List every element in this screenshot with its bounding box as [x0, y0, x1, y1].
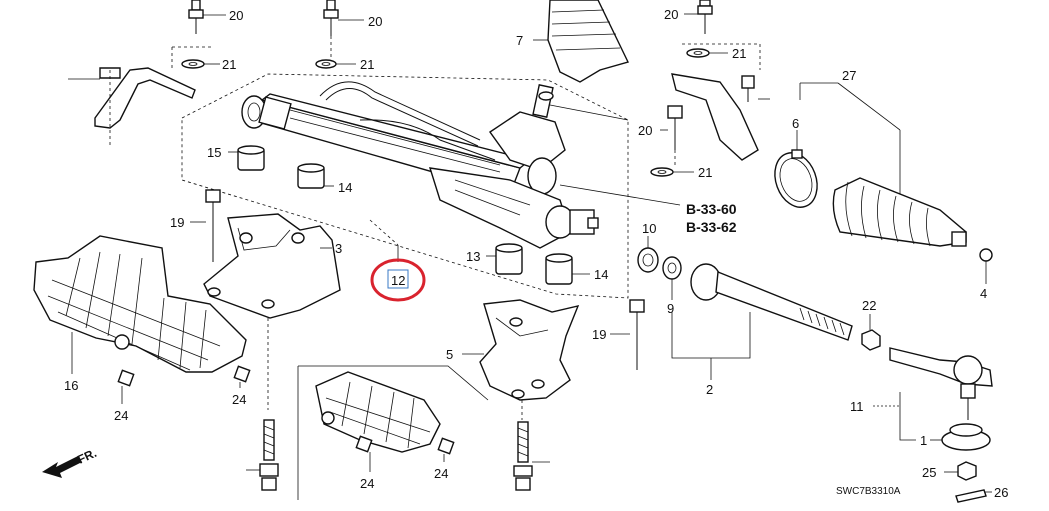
clip-24-inset-b	[437, 437, 455, 462]
part-12-box	[387, 269, 409, 289]
callout-27: 27	[842, 68, 856, 83]
callout-2: 2	[706, 382, 713, 397]
diagram-code: SWC7B3310A	[836, 486, 901, 497]
washer-9	[662, 256, 682, 300]
callout-24-inset-a: 24	[360, 476, 374, 491]
boot-1	[930, 423, 991, 451]
bellows-boot	[832, 177, 967, 247]
reference-b-33-62: B-33-62	[686, 219, 737, 235]
callout-20-mid-right: 20	[638, 123, 652, 138]
stud-right	[513, 421, 550, 491]
bolt-20-left	[188, 0, 226, 34]
callout-24-left-b: 24	[232, 392, 246, 407]
callout-4: 4	[980, 286, 987, 301]
bolt-20-center	[323, 0, 364, 58]
clip-24-inset-a	[355, 435, 373, 472]
callout-14-lower: 14	[594, 267, 608, 282]
washer-21-center	[315, 59, 356, 69]
bushing-14-lower	[545, 253, 590, 285]
clamp-6	[774, 130, 818, 208]
callout-16: 16	[64, 378, 78, 393]
callout-21-right: 21	[732, 46, 746, 61]
right-bracket	[671, 73, 770, 161]
callout-13: 13	[466, 249, 480, 264]
callout-12: 12	[391, 273, 405, 288]
callout-9: 9	[667, 301, 674, 316]
inner-tie-rod-2	[671, 263, 853, 380]
callout-22: 22	[862, 298, 876, 313]
bolt-19-left	[190, 189, 221, 262]
clip-4	[979, 248, 993, 284]
reference-b-33-60: B-33-60	[686, 201, 737, 217]
callout-21-left: 21	[222, 57, 236, 72]
clip-24-left-a	[117, 369, 135, 404]
boot-kit-27	[799, 82, 901, 200]
washer-21-mid-right	[650, 167, 694, 177]
bolt-20-top-right	[684, 0, 713, 34]
bolt-20-mid-right	[660, 105, 683, 165]
lower-shield-inset	[297, 365, 489, 500]
stud-left	[246, 419, 279, 491]
bushing-13	[486, 243, 523, 275]
left-bracket	[68, 67, 196, 145]
washer-21-left	[171, 46, 220, 70]
mount-3	[203, 213, 341, 410]
callout-20-center: 20	[368, 14, 382, 29]
callout-21-center: 21	[360, 57, 374, 72]
dust-boot-7	[533, 0, 629, 83]
callout-24-left-a: 24	[114, 408, 128, 423]
callout-10: 10	[642, 221, 656, 236]
ring-10	[637, 236, 659, 273]
callout-7: 7	[516, 33, 523, 48]
callout-5: 5	[446, 347, 453, 362]
clip-24-left-b	[233, 365, 251, 388]
callout-11: 11	[850, 399, 864, 414]
callout-14-upper: 14	[338, 180, 352, 195]
nut-22	[861, 314, 881, 351]
front-arrow-icon	[42, 456, 82, 478]
washer-21-right	[682, 43, 761, 70]
callout-1: 1	[920, 433, 927, 448]
callout-26: 26	[994, 485, 1008, 500]
callout-24-inset-b: 24	[434, 466, 448, 481]
callout-15: 15	[207, 145, 221, 160]
callout-6: 6	[792, 116, 799, 131]
highlight-circle	[370, 258, 426, 302]
callout-19-right: 19	[592, 327, 606, 342]
cotter-pin-26	[955, 489, 992, 503]
mount-5	[462, 299, 580, 420]
bushing-14-upper	[297, 163, 334, 189]
steering-rack	[241, 81, 681, 249]
callout-19-left: 19	[170, 215, 184, 230]
callout-20-left: 20	[229, 8, 243, 23]
nut-25	[944, 461, 977, 481]
callout-21-mid-right: 21	[698, 165, 712, 180]
front-label: FR.	[75, 446, 98, 467]
callout-25: 25	[922, 465, 936, 480]
outer-tie-rod-end-11	[873, 347, 993, 441]
callout-3: 3	[335, 241, 342, 256]
splash-shield-16	[33, 235, 247, 374]
bolt-19-right	[610, 299, 645, 370]
bushing-15	[228, 145, 265, 171]
part-12-leader	[369, 219, 399, 262]
callout-20-top-right: 20	[664, 7, 678, 22]
